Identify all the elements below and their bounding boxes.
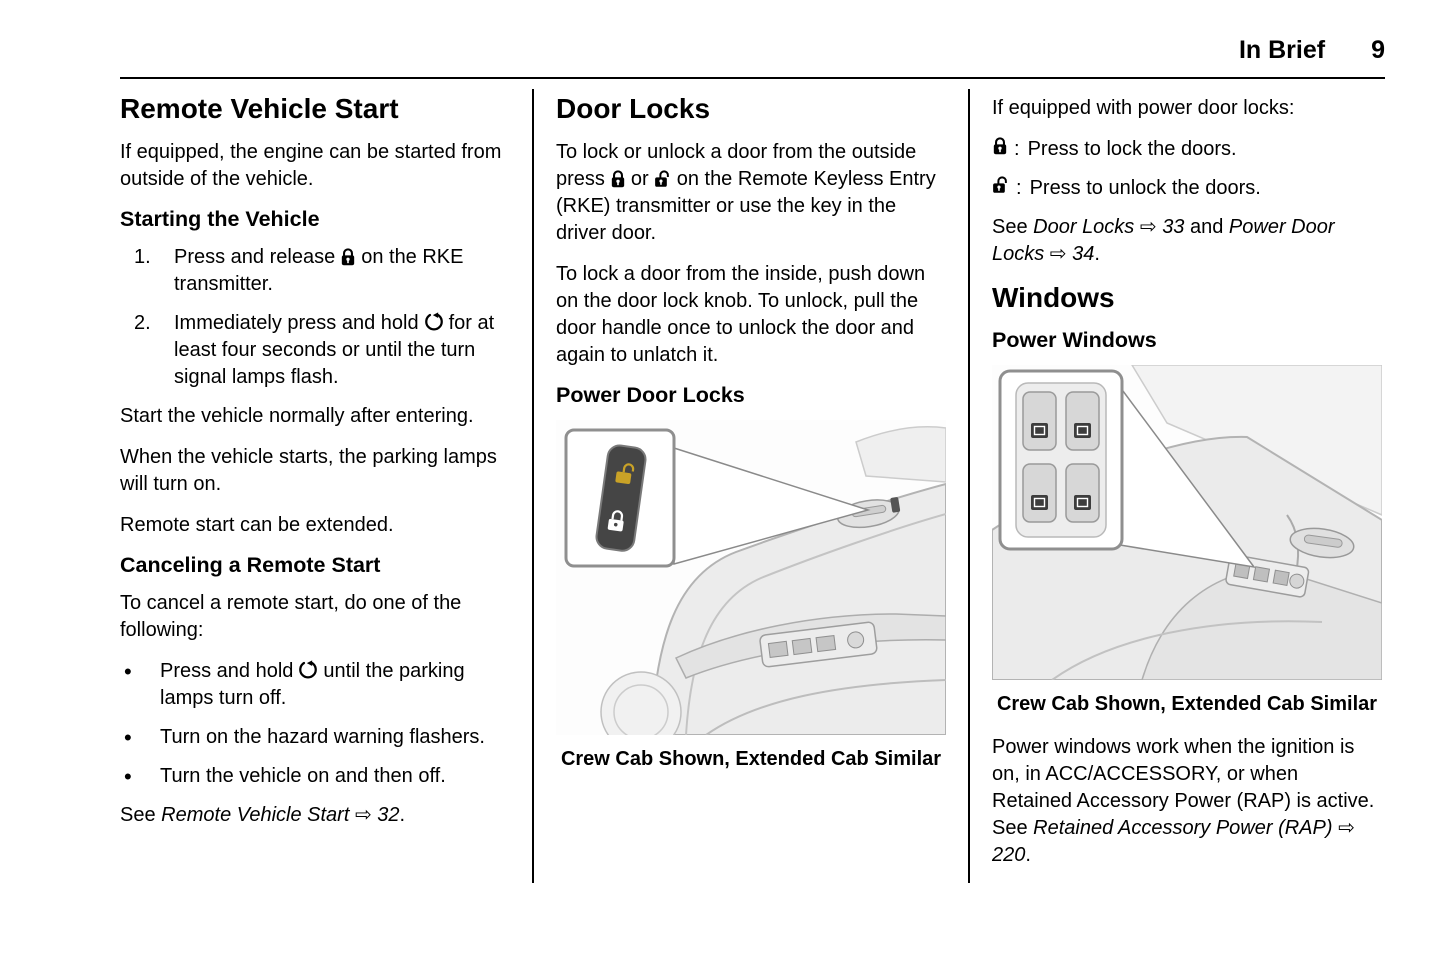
step-number: 1. bbox=[134, 246, 151, 268]
power-windows-illustration bbox=[992, 365, 1382, 680]
column-windows: If equipped with power door locks: : Pre… bbox=[992, 89, 1382, 883]
reference-arrow: ⇨ bbox=[1134, 216, 1163, 238]
rvs-paragraph: Remote start can be extended. bbox=[120, 514, 394, 536]
power-windows-paragraph: Power windows work when the ignition is … bbox=[992, 734, 1382, 869]
reference-label: Door Locks bbox=[1033, 216, 1135, 238]
reference-label: Power Door Locks bbox=[992, 216, 1335, 265]
lock-instruction-text: Press to lock the doors. bbox=[1027, 138, 1237, 160]
lock-icon bbox=[993, 137, 1007, 155]
unlock-icon bbox=[654, 170, 669, 187]
bullet-text: Turn the vehicle on and then off. bbox=[160, 765, 446, 787]
reference-label: Remote Vehicle Start bbox=[161, 804, 350, 826]
step-text-post: for at least four seconds or until the t… bbox=[174, 312, 495, 388]
bullet-item-hazard-flashers: Turn on the hazard warning flashers. bbox=[120, 724, 510, 751]
heading-remote-vehicle-start: Remote Vehicle Start bbox=[120, 93, 399, 124]
lock-switch-art bbox=[595, 444, 647, 552]
reference-arrow: ⇨ bbox=[1332, 817, 1355, 839]
paragraph-text: To lock or unlock a door from the outsid… bbox=[556, 141, 917, 190]
lock-icon bbox=[611, 170, 625, 188]
reference-page: 34 bbox=[1072, 243, 1095, 265]
remote-start-icon bbox=[299, 660, 318, 679]
bullet-text: Turn on the hazard warning flashers. bbox=[160, 726, 485, 748]
heading-power-door-locks: Power Door Locks bbox=[556, 383, 745, 407]
reference-post: . bbox=[1025, 844, 1031, 866]
door-locks-paragraph-1: To lock or unlock a door from the outsid… bbox=[556, 139, 946, 247]
reference-mid: and bbox=[1184, 216, 1229, 238]
lock-instruction-colon: : bbox=[1014, 138, 1020, 160]
step-text-post: on the RKE transmitter. bbox=[174, 246, 464, 295]
heading-door-locks: Door Locks bbox=[556, 93, 711, 124]
column-divider bbox=[968, 89, 970, 883]
figure-caption: Crew Cab Shown, Extended Cab Similar bbox=[996, 693, 1378, 715]
column-divider bbox=[532, 89, 534, 883]
paragraph-text: or bbox=[630, 168, 649, 190]
rvs-intro-paragraph: If equipped, the engine can be started f… bbox=[120, 141, 502, 190]
page-header: In Brief 9 bbox=[120, 36, 1385, 79]
column-remote-vehicle-start: Remote Vehicle Start If equipped, the en… bbox=[120, 89, 510, 883]
door-locks-cross-reference: See Door Locks ⇨ 33 and Power Door Locks… bbox=[992, 214, 1382, 268]
column-layout: Remote Vehicle Start If equipped, the en… bbox=[120, 89, 1385, 883]
door-locks-paragraph-2: To lock a door from the inside, push dow… bbox=[556, 263, 926, 366]
unlock-instruction-text: Press to unlock the doors. bbox=[1029, 177, 1261, 199]
power-windows-figure: Crew Cab Shown, Extended Cab Similar bbox=[992, 365, 1382, 718]
paragraph-text: Power windows work when the ignition is … bbox=[992, 736, 1375, 839]
reference-label: Retained Accessory Power (RAP) bbox=[1033, 817, 1333, 839]
step-number: 2. bbox=[134, 312, 151, 334]
reference-post: . bbox=[1094, 243, 1100, 265]
reference-pre: See bbox=[120, 804, 162, 826]
rvs-cross-reference: See Remote Vehicle Start ⇨ 32. bbox=[120, 802, 510, 829]
bullet-item-vehicle-on-off: Turn the vehicle on and then off. bbox=[120, 763, 510, 790]
unlock-instruction-line: : Press to unlock the doors. bbox=[992, 175, 1382, 202]
bullet-text-post: until the parking lamps turn off. bbox=[160, 660, 465, 709]
window-switches-art bbox=[1022, 391, 1100, 523]
heading-starting-the-vehicle: Starting the Vehicle bbox=[120, 207, 320, 231]
power-locks-intro: If equipped with power door locks: bbox=[992, 97, 1295, 119]
section-title: In Brief bbox=[1238, 36, 1326, 64]
paragraph-text: on the Remote Keyless Entry (RKE) transm… bbox=[556, 168, 936, 244]
reference-post: . bbox=[399, 804, 406, 826]
switch-bank-art bbox=[759, 621, 878, 668]
step-text-pre: Press and release bbox=[174, 246, 336, 268]
power-door-locks-figure: Crew Cab Shown, Extended Cab Similar bbox=[556, 420, 946, 773]
figure-caption: Crew Cab Shown, Extended Cab Similar bbox=[560, 748, 942, 770]
bullet-text-pre: Press and hold bbox=[160, 660, 294, 682]
column-door-locks: Door Locks To lock or unlock a door from… bbox=[556, 89, 946, 883]
door-handle-art bbox=[1289, 527, 1355, 559]
heading-canceling-remote-start: Canceling a Remote Start bbox=[120, 553, 381, 577]
heading-power-windows: Power Windows bbox=[992, 328, 1157, 352]
remote-start-icon bbox=[424, 312, 443, 331]
power-door-locks-illustration bbox=[556, 420, 946, 735]
unlock-icon bbox=[993, 176, 1007, 193]
reference-page: 32 bbox=[377, 804, 400, 826]
cancel-intro-paragraph: To cancel a remote start, do one of the … bbox=[120, 592, 462, 641]
reference-arrow: ⇨ bbox=[349, 804, 378, 826]
lock-icon bbox=[342, 248, 355, 266]
heading-windows: Windows bbox=[992, 282, 1115, 313]
rvs-paragraph: Start the vehicle normally after enterin… bbox=[120, 405, 474, 427]
lock-instruction-line: : Press to lock the doors. bbox=[992, 136, 1382, 163]
reference-arrow: ⇨ bbox=[1044, 243, 1073, 265]
page-number: 9 bbox=[1371, 36, 1385, 64]
reference-pre: See bbox=[992, 216, 1034, 238]
step-text-pre: Immediately press and hold bbox=[174, 312, 419, 334]
reference-page: 220 bbox=[992, 844, 1026, 866]
rvs-paragraph: When the vehicle starts, the parking lam… bbox=[120, 446, 497, 495]
unlock-instruction-colon: : bbox=[1016, 177, 1022, 199]
reference-page: 33 bbox=[1162, 216, 1185, 238]
